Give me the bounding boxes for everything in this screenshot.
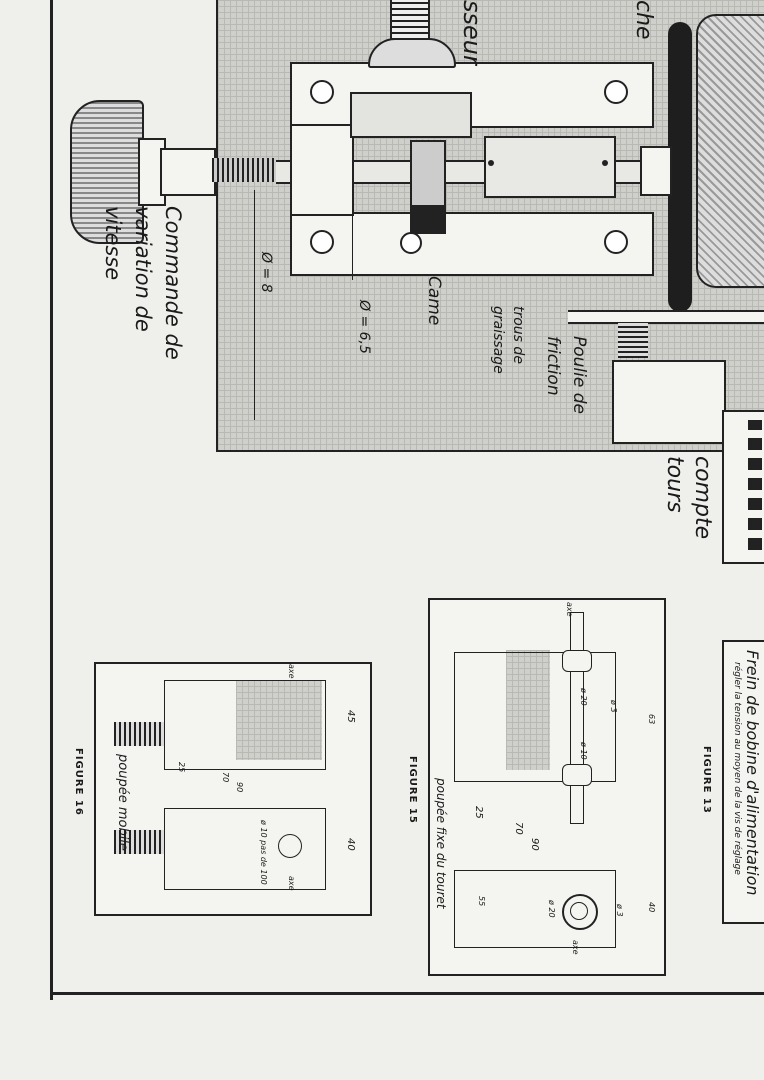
bearing-block-top (290, 62, 654, 128)
counter-digits (748, 420, 762, 550)
figure-15-bore (562, 894, 598, 930)
figure-15-spindle-collar (562, 650, 592, 672)
spring-cone (368, 38, 456, 68)
friction-wheel (668, 22, 692, 312)
figure-15-dim-phi20-bottom: ø 20 (547, 900, 556, 918)
figure-15-dim-phi3-top: ø 3 (609, 700, 618, 713)
figure-16-axis-label-top: axe (287, 664, 296, 679)
rod (568, 310, 764, 324)
page-bottom-border (50, 992, 764, 995)
figure-15-dim-40: 40 (647, 902, 656, 913)
figure-15-dim-90: 90 (529, 838, 540, 851)
partial-label-sseur: sseur (458, 0, 486, 65)
figure-16-part-label: poupée mobile (115, 754, 130, 851)
screw-icon (604, 80, 628, 104)
diameter-8-label: Ø = 8 (258, 252, 274, 293)
diameter-6-5-label: Ø = 6,5 (356, 300, 372, 354)
figure-15-base (454, 870, 616, 948)
cam (410, 140, 446, 234)
figure-16-dim-70: 70 (221, 772, 230, 783)
figure-15-part-label: poupée fixe du touret (434, 778, 448, 909)
bearing-block-bottom (290, 212, 654, 276)
lubrication-hole-icon (488, 160, 494, 166)
figure-16-bolt (114, 830, 164, 854)
figure-15-axis-label-bottom: axe (571, 940, 580, 955)
speed-control-label: Commande de variation de vitesse (101, 206, 185, 360)
figure-15-dim-55: 55 (477, 896, 486, 907)
figure-16-dim-90: 90 (235, 782, 244, 793)
screw-icon (604, 230, 628, 254)
figure-15-body (454, 652, 616, 782)
figure-16-bolt (114, 722, 164, 746)
figure-13-caption: FIGURE 13 (701, 746, 712, 814)
figure-16-body (164, 680, 326, 770)
friction-roller (696, 14, 764, 288)
figure-15-dim-phi20-top: ø 20 (579, 688, 588, 706)
figure-16-axis-label-bottom: axe (287, 876, 296, 891)
cam-holder (350, 92, 472, 138)
threaded-shaft (212, 158, 276, 182)
figure-15-dim-phi3-bottom: ø 3 (615, 904, 624, 917)
screw-icon (310, 80, 334, 104)
figure-15-spindle-collar (562, 764, 592, 786)
screw-icon (310, 230, 334, 254)
shaft-end (640, 146, 672, 196)
figure-13-box (722, 640, 764, 924)
figure-15-dim-63: 63 (647, 714, 656, 725)
turn-counter-housing (612, 360, 726, 444)
figure-15-axis-label-top: axe (565, 602, 574, 617)
screw-icon (400, 232, 422, 254)
figure-15-dim-phi10: ø 10 (579, 742, 588, 760)
figure-16-thread-note: ø 10 pas de 100 (259, 820, 268, 885)
figure-16-hatch (236, 680, 322, 760)
figure-16-bore (278, 834, 302, 858)
dimension-line-6-5 (352, 180, 353, 280)
spring-coil (618, 322, 648, 358)
turn-counter-label: compte tours (662, 456, 715, 540)
brake-label: Frein de bobine d'alimentation (743, 650, 762, 896)
figure-16-base (164, 808, 326, 890)
figure-15-dim-70: 70 (513, 822, 524, 835)
shaft-collar (160, 148, 216, 196)
dimension-line-8 (254, 190, 255, 420)
friction-pulley-label: Poulie de friction (543, 336, 589, 414)
figure-16-dim-45: 45 (345, 710, 356, 723)
page-left-border (50, 0, 53, 1000)
figure-15-hatch (506, 650, 550, 770)
bearing-left (290, 124, 354, 216)
partial-label-che: che (631, 0, 656, 40)
spring (390, 0, 430, 40)
figure-16-caption: FIGURE 16 (73, 748, 84, 816)
slide (484, 136, 616, 198)
figure-15-caption: FIGURE 15 (407, 756, 418, 824)
figure-15-bore-inner (570, 902, 588, 920)
lubrication-hole-icon (602, 160, 608, 166)
lubrication-holes-label: trous de graissage (490, 306, 526, 374)
figure-15-dim-25: 25 (473, 806, 484, 819)
brake-note: régler la tension au moyen de la vis de … (732, 662, 742, 875)
cam-label: Came (424, 276, 444, 326)
figure-16-dim-25: 25 (177, 762, 186, 773)
figure-16-dim-40: 40 (345, 838, 356, 851)
figure-15-spindle (570, 612, 584, 824)
